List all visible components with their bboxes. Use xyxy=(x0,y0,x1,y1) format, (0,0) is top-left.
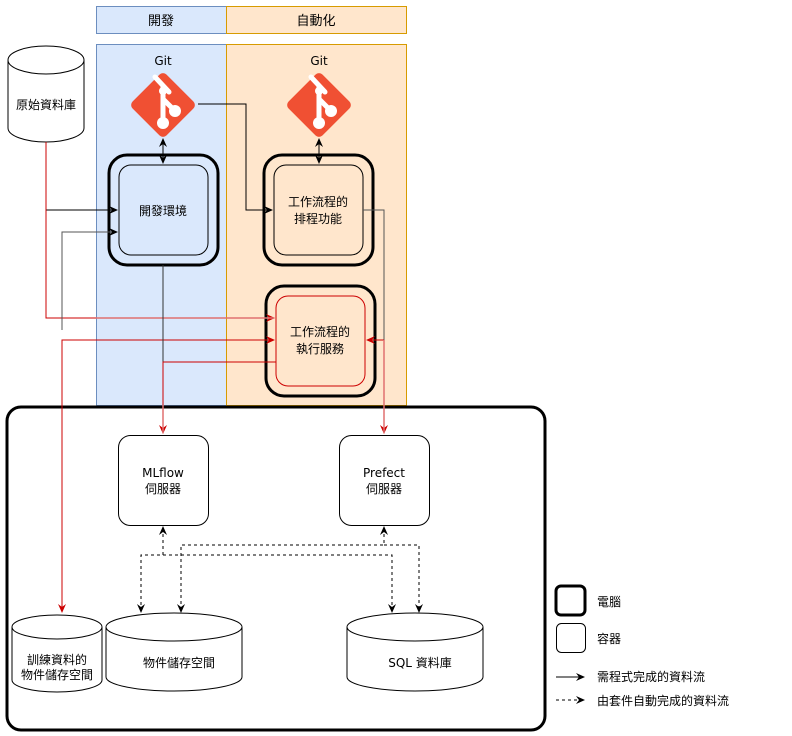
legend-computer-label: 電腦 xyxy=(597,594,621,609)
object-storage-label: 物件儲存空間 xyxy=(143,656,215,670)
workflow-executor-label-line2: 執行服務 xyxy=(296,342,344,356)
raw-database-label: 原始資料庫 xyxy=(16,98,76,112)
legend-container-swatch xyxy=(556,623,586,653)
lane-header-auto: 自動化 xyxy=(226,6,407,34)
prefect-server[interactable]: Prefect 伺服器 xyxy=(339,435,430,526)
legend-auto-flow-label: 由套件自動完成的資料流 xyxy=(597,693,729,708)
git-icon[interactable] xyxy=(129,71,197,139)
legend-computer-swatch xyxy=(554,584,587,617)
edge-git-to-scheduler xyxy=(198,103,273,214)
server-computer[interactable] xyxy=(5,405,547,732)
prefect-server-label-line2: 伺服器 xyxy=(366,482,402,496)
lane-header-dev: 開發 xyxy=(96,6,227,34)
edge-mlflow-sql xyxy=(163,554,396,613)
mlflow-server[interactable]: MLflow 伺服器 xyxy=(118,435,209,526)
legend-container-label: 容器 xyxy=(597,631,621,646)
workflow-scheduler-label-line1: 工作流程的 xyxy=(288,194,348,209)
lane-header-auto-label: 自動化 xyxy=(296,14,335,29)
workflow-scheduler-label-line2: 排程功能 xyxy=(294,211,342,226)
object-storage[interactable]: 物件儲存空間 xyxy=(105,612,243,692)
legend-manual-flow-label: 需程式完成的資料流 xyxy=(597,669,705,684)
git-dev-label: Git xyxy=(154,54,172,68)
sql-database-label: SQL 資料庫 xyxy=(388,656,452,670)
edge-training-store-dev-env xyxy=(61,228,118,330)
workflow-executor[interactable]: 工作流程的 執行服務 xyxy=(264,284,377,398)
mlflow-server-label-line1: MLflow xyxy=(142,466,184,480)
edge-prefect-sql xyxy=(384,544,423,613)
raw-database[interactable]: 原始資料庫 xyxy=(7,45,85,143)
training-object-storage[interactable]: 訓練資料的 物件儲存空間 xyxy=(11,614,103,693)
sql-database[interactable]: SQL 資料庫 xyxy=(346,612,484,692)
edge-mlflow-object-storage xyxy=(137,526,167,613)
dev-environment-label: 開發環境 xyxy=(139,203,187,218)
training-object-storage-label-line1: 訓練資料的 xyxy=(27,652,87,667)
lane-header-dev-label: 開發 xyxy=(148,14,174,29)
legend: 電腦 容器 需程式完成的資料流 由套件自動完成的資料流 xyxy=(554,584,729,708)
workflow-scheduler[interactable]: 工作流程的 排程功能 xyxy=(262,153,375,267)
training-object-storage-label-line2: 物件儲存空間 xyxy=(21,668,93,682)
prefect-server-label-line1: Prefect xyxy=(363,466,405,480)
mlflow-server-label-line2: 伺服器 xyxy=(145,482,181,496)
git-auto-label: Git xyxy=(310,54,328,68)
dev-environment[interactable]: 開發環境 xyxy=(107,153,220,267)
edge-prefect-object-storage xyxy=(177,526,388,613)
auto-flow-edges xyxy=(137,526,423,613)
git-icon[interactable] xyxy=(285,71,353,139)
workflow-executor-label-line1: 工作流程的 xyxy=(290,324,350,339)
